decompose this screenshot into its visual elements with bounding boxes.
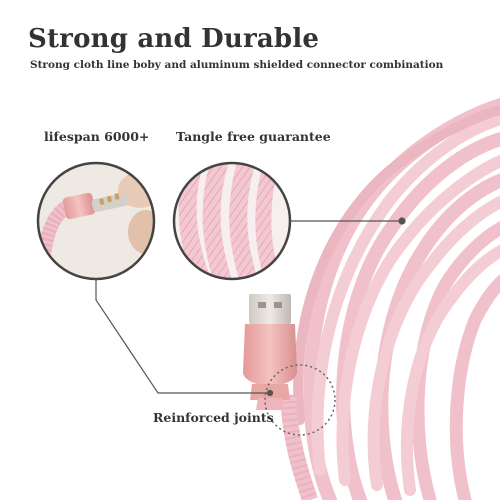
lifespan-inset [36,161,156,281]
page-subtitle: Strong cloth line boby and aluminum shie… [30,59,444,71]
tangle-free-label: Tangle free guarantee [176,129,331,144]
page-title: Strong and Durable [28,24,320,54]
reinforced-joints-label: Reinforced joints [153,410,274,425]
lifespan-label: lifespan 6000+ [44,129,150,144]
tangle-free-inset [172,161,292,281]
joint-highlight [264,364,336,436]
coiled-cable [293,97,500,500]
usb-connector [243,294,297,410]
connector-cable [280,394,318,500]
callout-lines [95,217,406,397]
